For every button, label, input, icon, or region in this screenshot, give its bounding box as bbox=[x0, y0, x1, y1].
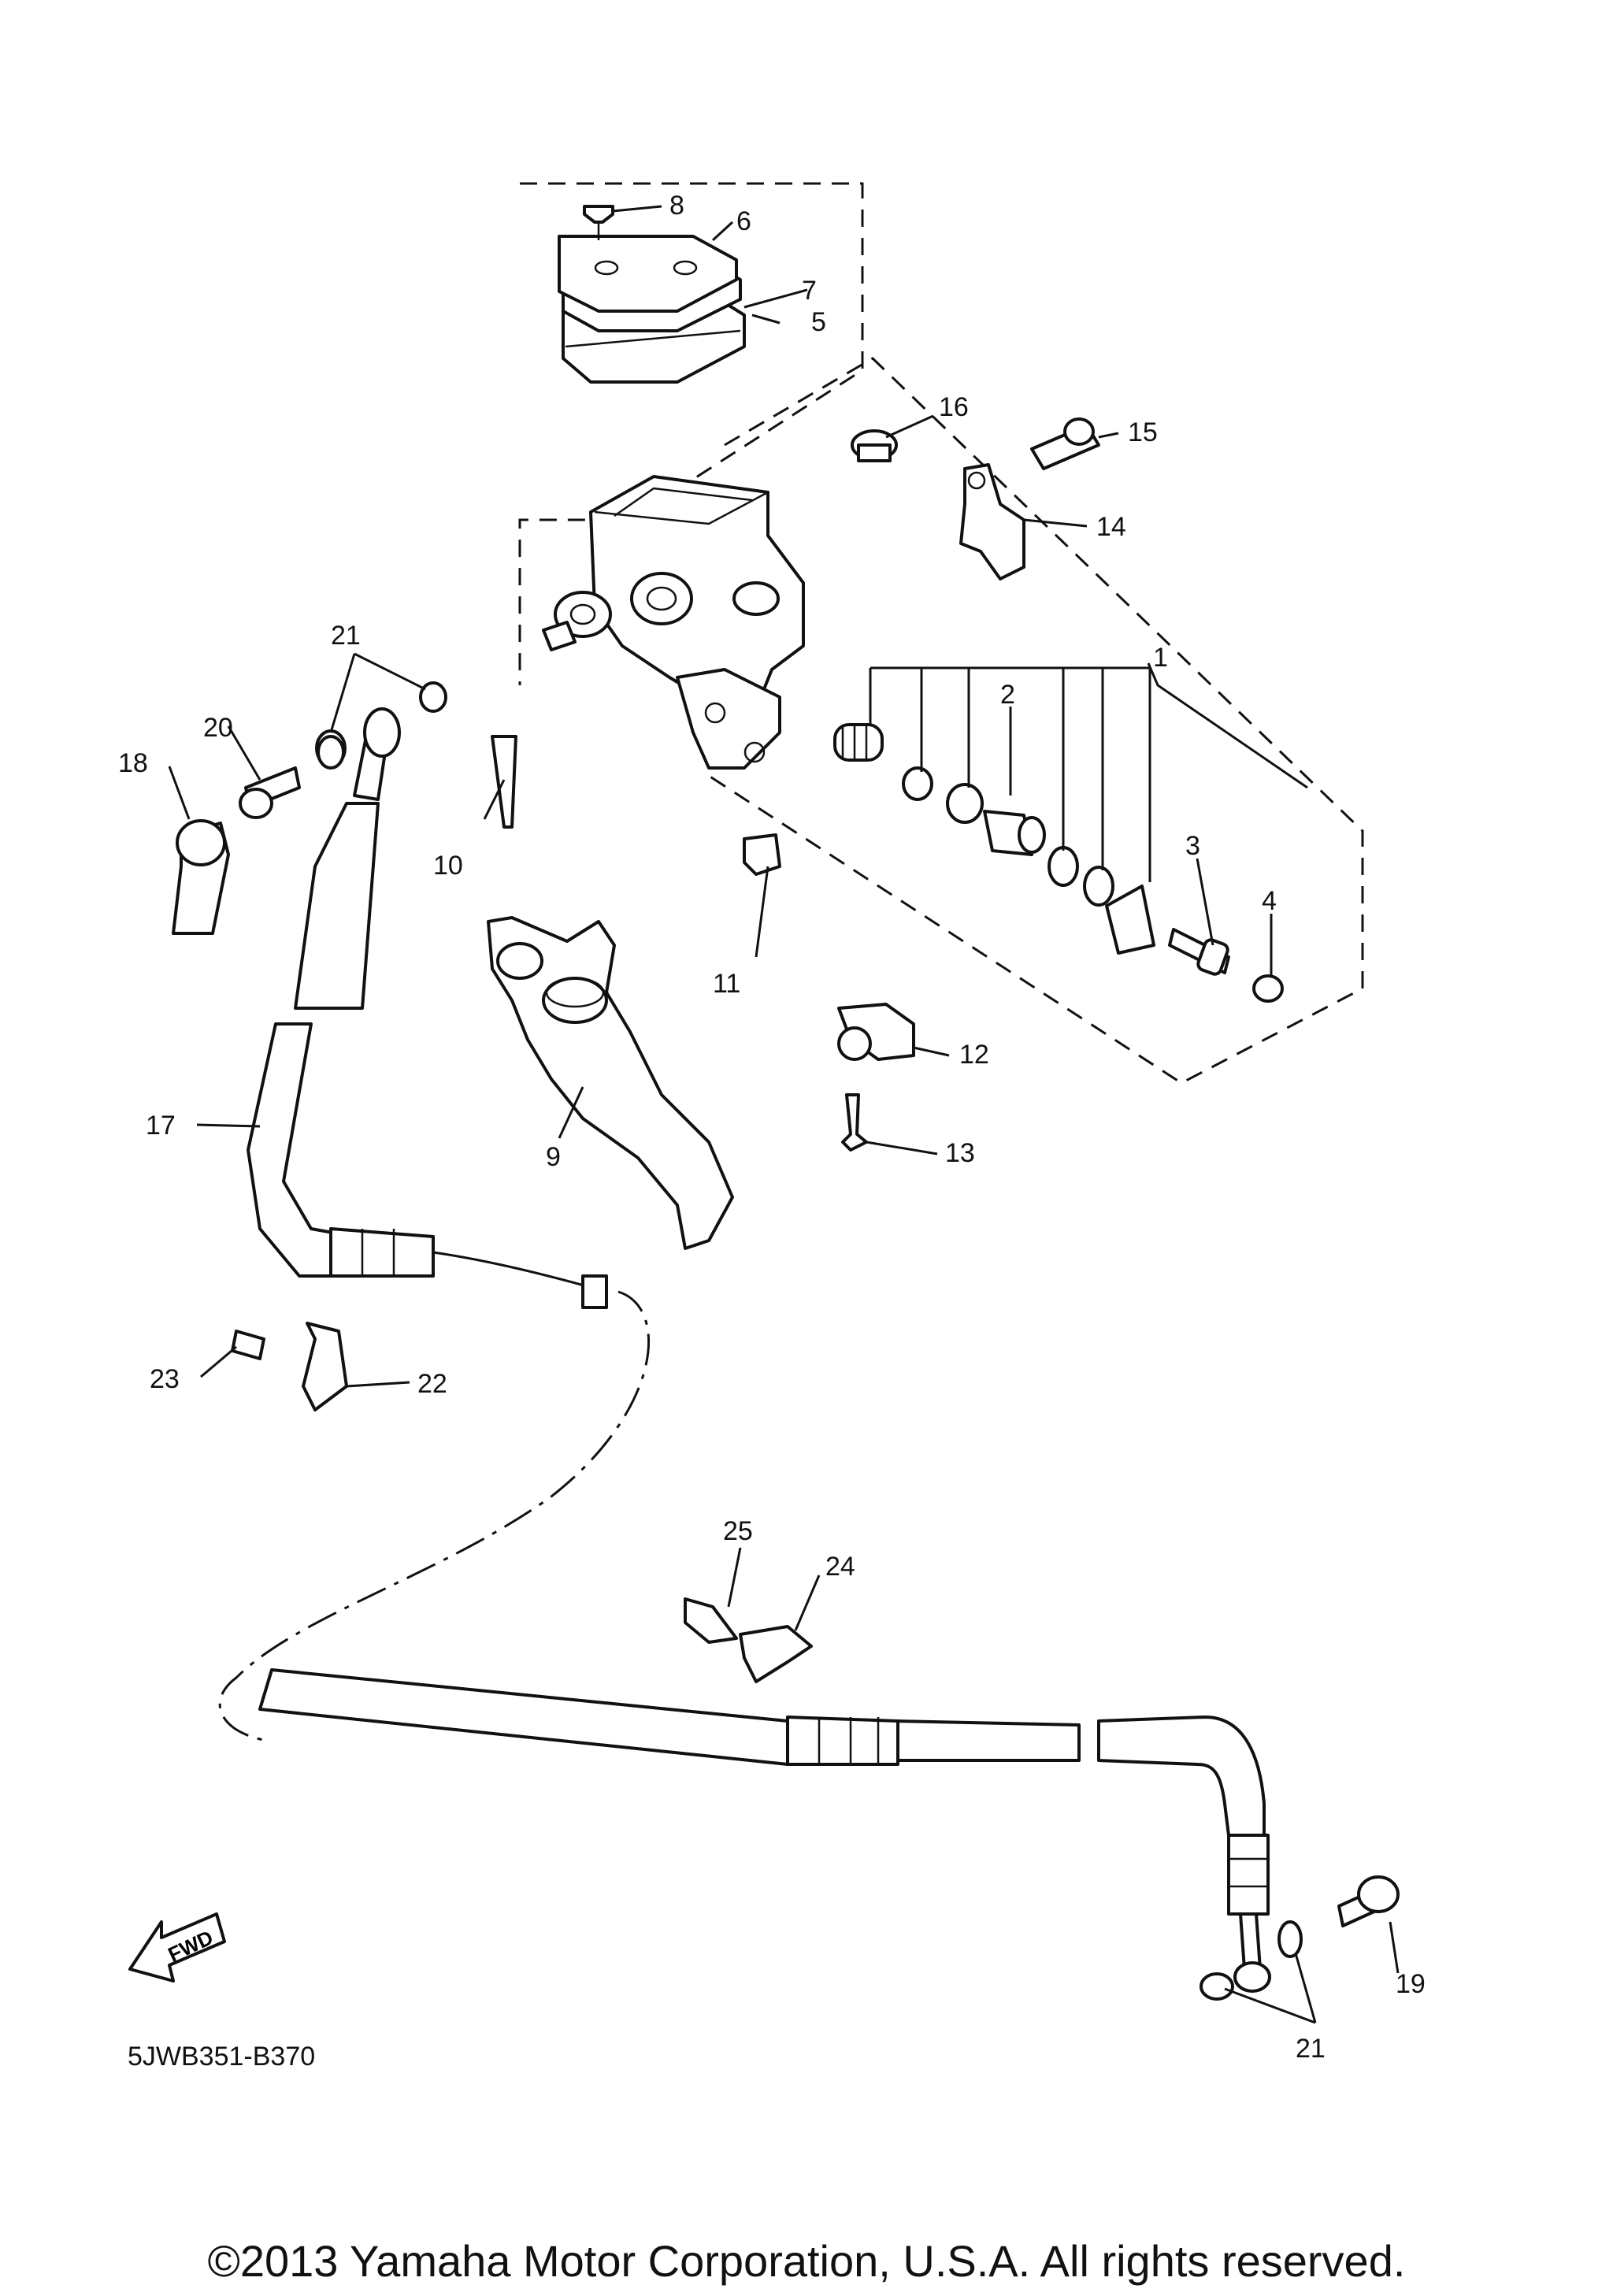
callout-11: 11 bbox=[713, 969, 740, 999]
callout-21-upper: 21 bbox=[331, 621, 361, 651]
callout-7: 7 bbox=[802, 276, 817, 306]
callout-10: 10 bbox=[433, 851, 463, 881]
callout-12: 12 bbox=[959, 1040, 989, 1070]
callout-5: 5 bbox=[811, 307, 826, 337]
callout-17: 17 bbox=[146, 1111, 176, 1141]
master-cylinder-kit-boundary bbox=[708, 357, 1364, 1085]
callout-4: 4 bbox=[1262, 886, 1277, 916]
callout-2: 2 bbox=[1000, 680, 1015, 710]
clutch-lever bbox=[487, 916, 734, 1250]
callout-24: 24 bbox=[825, 1552, 855, 1582]
callout-1: 1 bbox=[1153, 643, 1168, 673]
callout-22: 22 bbox=[417, 1369, 447, 1399]
clamp-and-fasteners bbox=[491, 417, 1100, 1152]
callout-9: 9 bbox=[546, 1142, 561, 1172]
piston-kit-parts bbox=[833, 723, 1284, 1003]
callout-25: 25 bbox=[723, 1516, 753, 1546]
callout-3: 3 bbox=[1185, 831, 1200, 861]
copyright-notice: ©2013 Yamaha Motor Corporation, U.S.A. A… bbox=[207, 2236, 1406, 2286]
reservoir-cap-parts bbox=[558, 205, 746, 384]
callout-21-lower: 21 bbox=[1296, 2034, 1326, 2064]
diagram-code: 5JWB351-B370 bbox=[128, 2042, 316, 2072]
callout-15: 15 bbox=[1128, 417, 1158, 447]
callout-23: 23 bbox=[150, 1364, 180, 1394]
callout-8: 8 bbox=[669, 191, 684, 221]
reservoir-kit-boundary bbox=[518, 182, 864, 685]
leader-lines bbox=[168, 205, 1400, 2024]
lower-hose bbox=[258, 1668, 1271, 1993]
hose-routing-line bbox=[218, 1290, 650, 1742]
callout-14: 14 bbox=[1096, 512, 1126, 542]
callout-16: 16 bbox=[939, 392, 969, 422]
fwd-arrow-icon: FWD bbox=[128, 1912, 226, 1983]
callout-labels: 1 2 3 4 5 6 7 8 9 10 11 12 13 14 15 16 1… bbox=[118, 191, 1426, 2064]
callout-18: 18 bbox=[118, 748, 148, 778]
hose-brackets-and-bolts bbox=[172, 681, 1400, 2001]
callout-6: 6 bbox=[736, 206, 751, 236]
callout-19: 19 bbox=[1396, 1969, 1426, 1999]
callout-20: 20 bbox=[203, 713, 233, 743]
master-cylinder-body bbox=[542, 475, 805, 770]
callout-13: 13 bbox=[945, 1138, 975, 1168]
